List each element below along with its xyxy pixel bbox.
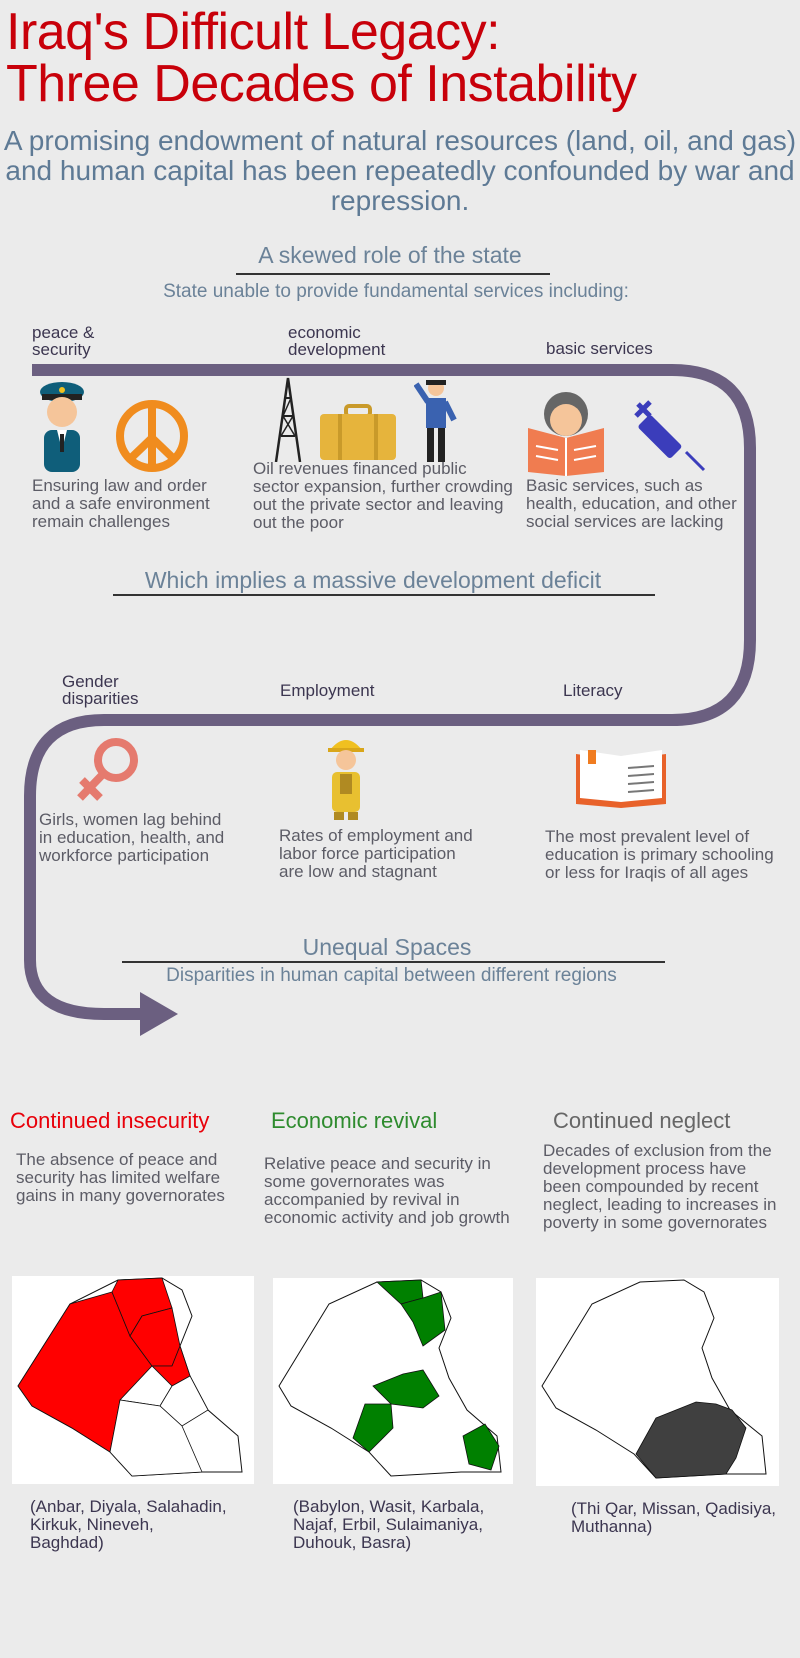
peace-sign-icon <box>116 400 188 472</box>
literacy-description: The most prevalent level of education is… <box>545 827 774 882</box>
police-officer-icon <box>40 382 84 472</box>
open-book-icon <box>576 750 666 808</box>
map-neglect <box>536 1278 779 1486</box>
female-symbol-icon <box>77 738 138 801</box>
basic-services-description: Basic services, such as health, educatio… <box>526 476 737 531</box>
region-heading-neglect: Continued neglect <box>553 1108 731 1133</box>
region-heading-revival: Economic revival <box>271 1108 438 1133</box>
unequal-spaces-heading: Unequal Spaces <box>302 934 472 960</box>
category-literacy: Literacy <box>563 681 623 700</box>
briefcase-icon <box>320 404 396 460</box>
construction-worker-icon <box>328 740 364 820</box>
page-subtitle: A promising endowment of natural resourc… <box>3 125 797 216</box>
deficit-heading: Which implies a massive development defi… <box>144 567 602 593</box>
map-revival <box>273 1278 513 1484</box>
state-section-heading: A skewed role of the state <box>258 242 522 268</box>
state-section-subheading: State unable to provide fundamental serv… <box>163 281 629 302</box>
peace-security-description: Ensuring law and order and a safe enviro… <box>32 476 210 531</box>
timeline-path <box>24 364 756 1036</box>
oil-derrick-icon <box>274 377 302 462</box>
region-list-insecurity: (Anbar, Diyala, Salahadin, Kirkuk, Ninev… <box>30 1497 227 1552</box>
syringe-icon <box>634 400 706 472</box>
region-description-revival: Relative peace and security in some gove… <box>264 1154 510 1227</box>
economic-development-description: Oil revenues financed public sector expa… <box>253 459 513 532</box>
deficit-heading-rule <box>113 594 655 596</box>
region-list-revival: (Babylon, Wasit, Karbala, Najaf, Erbil, … <box>293 1497 485 1552</box>
title-line-1: Iraq's Difficult Legacy: <box>6 3 501 61</box>
page-title: Iraq's Difficult Legacy: Three Decades o… <box>6 6 796 110</box>
path-arrowhead <box>140 992 178 1036</box>
map-insecurity <box>12 1276 254 1484</box>
category-basic-services: basic services <box>546 339 653 358</box>
region-heading-insecurity: Continued insecurity <box>10 1108 210 1133</box>
reader-icon <box>528 392 604 476</box>
category-peace-security: peace &security <box>32 323 95 359</box>
unequal-spaces-rule <box>122 961 665 963</box>
region-description-neglect: Decades of exclusion from the developmen… <box>543 1141 777 1232</box>
region-description-insecurity: The absence of peace and security has li… <box>16 1150 225 1205</box>
region-list-neglect: (Thi Qar, Missan, Qadisiya, Muthanna) <box>571 1499 777 1536</box>
employment-description: Rates of employment and labor force part… <box>279 826 473 881</box>
businessman-icon <box>414 380 457 462</box>
unequal-spaces-subheading: Disparities in human capital between dif… <box>166 965 617 986</box>
category-employment: Employment <box>280 681 375 700</box>
state-heading-rule <box>236 273 550 275</box>
title-line-2: Three Decades of Instability <box>6 55 637 113</box>
gender-disparities-description: Girls, women lag behind in education, he… <box>39 810 225 865</box>
